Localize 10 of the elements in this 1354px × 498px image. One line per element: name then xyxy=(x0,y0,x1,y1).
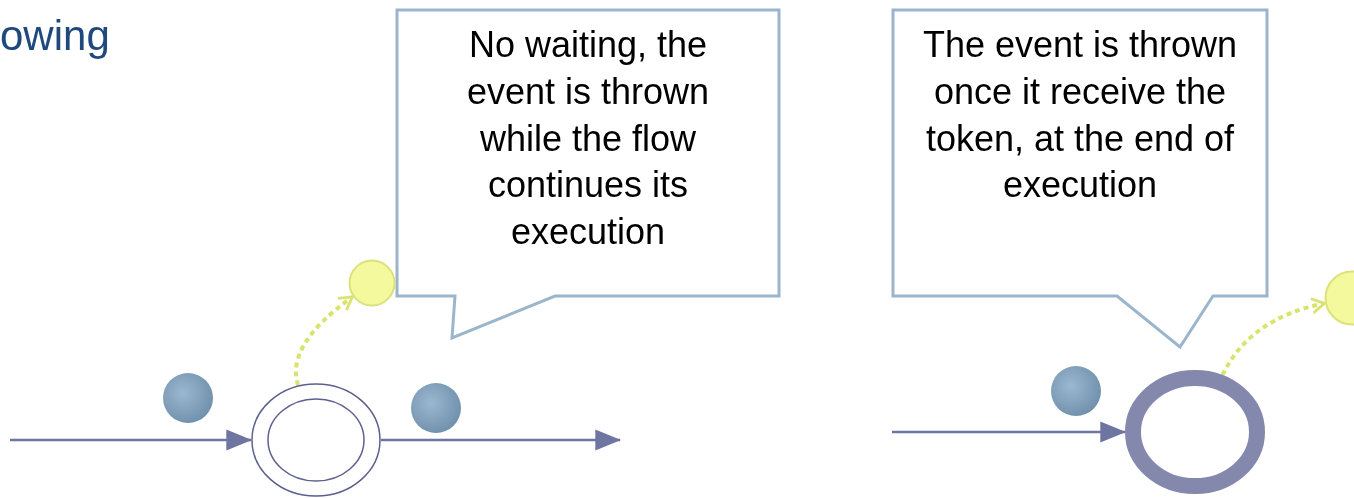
callout-text: No waiting, the event is thrown while the flow continues its execution xyxy=(465,23,711,255)
flow-arrow xyxy=(892,421,1127,443)
dotted-arrow xyxy=(294,295,354,386)
flow-arrow xyxy=(10,429,253,451)
speech-bubble xyxy=(891,8,1269,348)
heading-text: owing xyxy=(0,12,110,60)
dotted-arrow xyxy=(1220,297,1326,376)
callout-text: The event is thrown once it receive the token, at the end of execution xyxy=(921,23,1239,208)
speech-bubble xyxy=(395,8,781,340)
flow-arrow xyxy=(381,429,622,451)
